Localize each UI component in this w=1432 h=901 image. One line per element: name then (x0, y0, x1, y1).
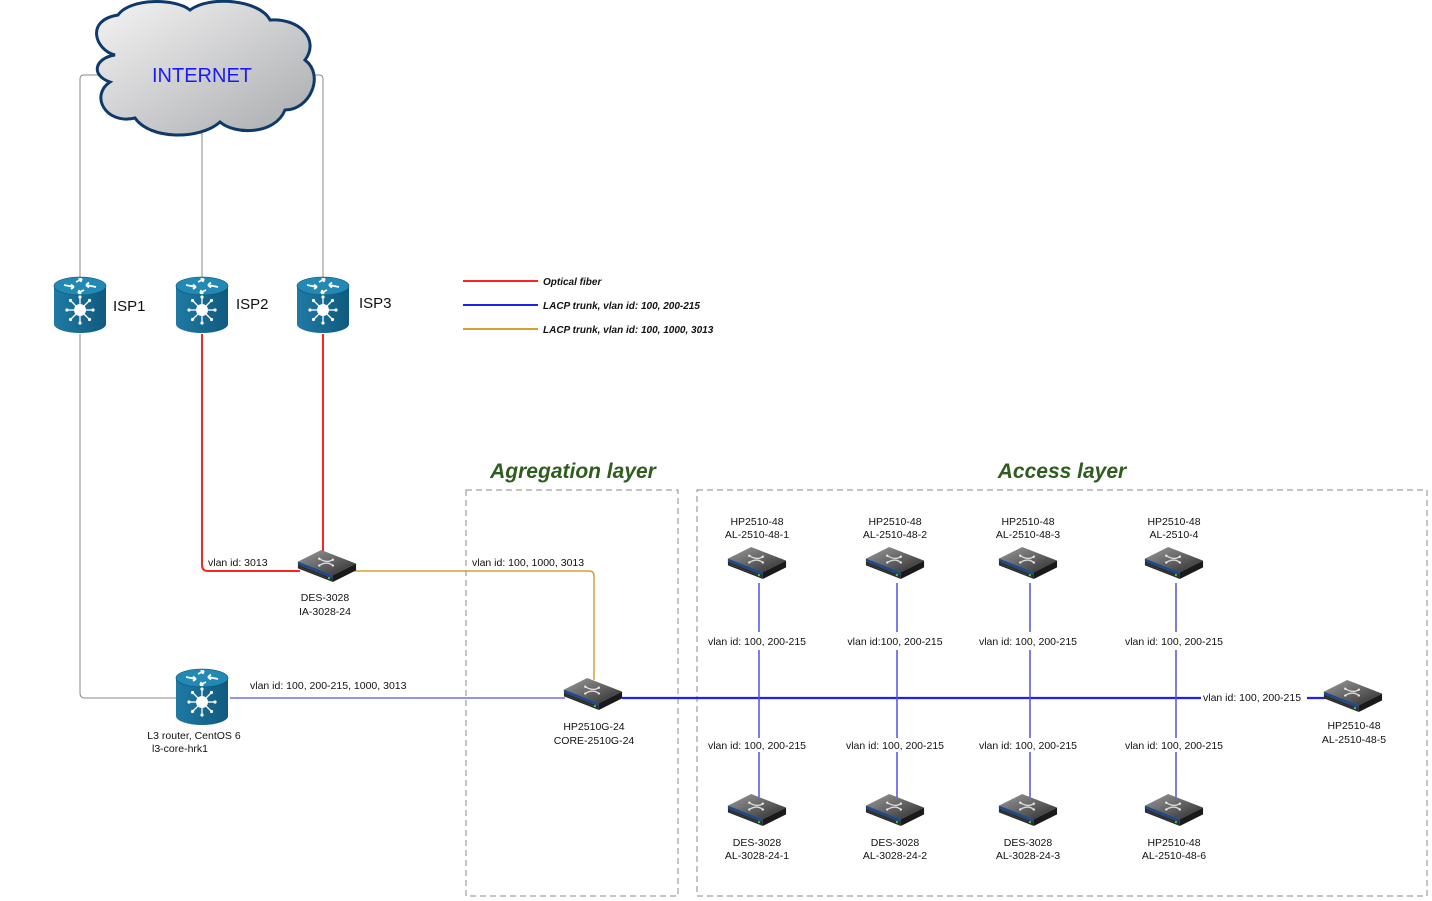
router-icon (296, 276, 350, 334)
router-name: l3-core-hrk1 (152, 743, 208, 755)
switch-icon (1144, 546, 1204, 580)
access-switch-bottom[interactable]: vlan id: 100, 200-215DES-3028AL-3028-24-… (704, 738, 814, 862)
access-top-link-label: vlan id: 100, 200-215 (1125, 636, 1223, 648)
access-layer-title: Access layer (997, 460, 1128, 483)
label-bg (1201, 690, 1307, 704)
access-drop-lines (758, 583, 1177, 812)
switch-icon (998, 793, 1058, 827)
access-switch-right[interactable]: vlan id: 100, 200-215 HP2510-48 AL-2510-… (1201, 679, 1386, 746)
access-top-link-label: vlan id: 100, 200-215 (708, 636, 806, 648)
access-top-model: HP2510-48 (1001, 516, 1054, 528)
access-bottom-name: AL-2510-48-6 (1142, 850, 1206, 862)
internet-label: INTERNET (152, 65, 252, 87)
isp3-router[interactable]: ISP3 (296, 276, 392, 334)
access-bottom-name: AL-3028-24-1 (725, 850, 789, 862)
access-switch-bottom[interactable]: vlan id: 100, 200-215HP2510-48AL-2510-48… (1121, 738, 1231, 862)
isp3-label: ISP3 (359, 295, 392, 312)
link-isp1-router (79, 334, 178, 699)
access-switch-bottom[interactable]: vlan id: 100, 200-215DES-3028AL-3028-24-… (842, 738, 952, 862)
link-ia-core-lacp (354, 570, 595, 680)
switch-icon (865, 546, 925, 580)
access-bottom-name: AL-3028-24-3 (996, 850, 1060, 862)
switch-icon (727, 793, 787, 827)
access-bottom-model: HP2510-48 (1147, 837, 1200, 849)
access-right-model: HP2510-48 (1327, 720, 1380, 732)
access-switch-bottom[interactable]: vlan id: 100, 200-215DES-3028AL-3028-24-… (975, 738, 1085, 862)
switch-icon (1323, 679, 1383, 713)
access-top-model: HP2510-48 (868, 516, 921, 528)
label-bg (975, 738, 1085, 752)
router-model: L3 router, CentOS 6 (147, 730, 241, 742)
legend-label-lacp-gold: LACP trunk, vlan id: 100, 1000, 3013 (543, 325, 714, 336)
switch-icon (998, 546, 1058, 580)
router-icon (53, 276, 107, 334)
aggregation-layer-box (465, 489, 679, 897)
link-cloud-isp1 (79, 74, 110, 282)
router-icon (175, 276, 229, 334)
access-right-name: AL-2510-48-5 (1322, 734, 1386, 746)
link-label-router-core: vlan id: 100, 200-215, 1000, 3013 (250, 680, 407, 692)
access-layer-box (696, 489, 1428, 897)
link-cloud-isp3 (300, 74, 324, 282)
access-top-link-label: vlan id:100, 200-215 (847, 636, 942, 648)
access-bottom-link-label: vlan id: 100, 200-215 (846, 740, 944, 752)
internet-cloud: INTERNET (95, 0, 316, 137)
access-bottom-name: AL-3028-24-2 (863, 850, 927, 862)
switch-icon (865, 793, 925, 827)
access-top-name: AL-2510-48-1 (725, 529, 789, 541)
switch-icon (563, 677, 623, 711)
access-bottom-model: DES-3028 (1004, 837, 1053, 849)
access-top-name: AL-2510-4 (1149, 529, 1198, 541)
access-switches-bottom: vlan id: 100, 200-215DES-3028AL-3028-24-… (704, 738, 1231, 862)
legend-label-optical: Optical fiber (543, 277, 602, 288)
legend: Optical fiber LACP trunk, vlan id: 100, … (463, 277, 714, 336)
switch-icon (1144, 793, 1204, 827)
link-isp2-ia-fiber (201, 334, 300, 572)
aggregation-layer-title: Agregation layer (489, 460, 658, 483)
isp1-router[interactable]: ISP1 (53, 276, 146, 334)
access-top-model: HP2510-48 (730, 516, 783, 528)
access-bottom-link-label: vlan id: 100, 200-215 (708, 740, 806, 752)
isp1-label: ISP1 (113, 298, 146, 315)
core-model: HP2510G-24 (563, 721, 624, 733)
isp2-label: ISP2 (236, 296, 269, 313)
link-label-ia-core: vlan id: 100, 1000, 3013 (472, 557, 584, 569)
access-bottom-model: DES-3028 (871, 837, 920, 849)
core-name: CORE-2510G-24 (554, 735, 635, 747)
label-bg (1121, 738, 1231, 752)
access-bottom-link-label: vlan id: 100, 200-215 (1125, 740, 1223, 752)
legend-label-lacp-blue: LACP trunk, vlan id: 100, 200-215 (543, 301, 700, 312)
access-bottom-link-label: vlan id: 100, 200-215 (979, 740, 1077, 752)
access-top-name: AL-2510-48-2 (863, 529, 927, 541)
access-bottom-model: DES-3028 (733, 837, 782, 849)
switch-icon (297, 549, 357, 583)
access-top-model: HP2510-48 (1147, 516, 1200, 528)
ia-name: IA-3028-24 (299, 606, 351, 618)
ia-model: DES-3028 (301, 592, 350, 604)
l3-core-router[interactable]: L3 router, CentOS 6 l3-core-hrk1 (147, 668, 241, 755)
router-icon (175, 668, 229, 726)
link-label-isp-ia: vlan id: 3013 (208, 557, 268, 569)
switch-icon (727, 546, 787, 580)
core-switch[interactable]: HP2510G-24 CORE-2510G-24 (554, 677, 635, 747)
label-bg (704, 738, 814, 752)
access-right-link-label: vlan id: 100, 200-215 (1203, 692, 1301, 704)
access-top-name: AL-2510-48-3 (996, 529, 1060, 541)
isp2-router[interactable]: ISP2 (175, 276, 269, 334)
ia-switch[interactable]: DES-3028 IA-3028-24 (297, 549, 357, 618)
access-top-link-label: vlan id: 100, 200-215 (979, 636, 1077, 648)
label-bg (842, 738, 952, 752)
